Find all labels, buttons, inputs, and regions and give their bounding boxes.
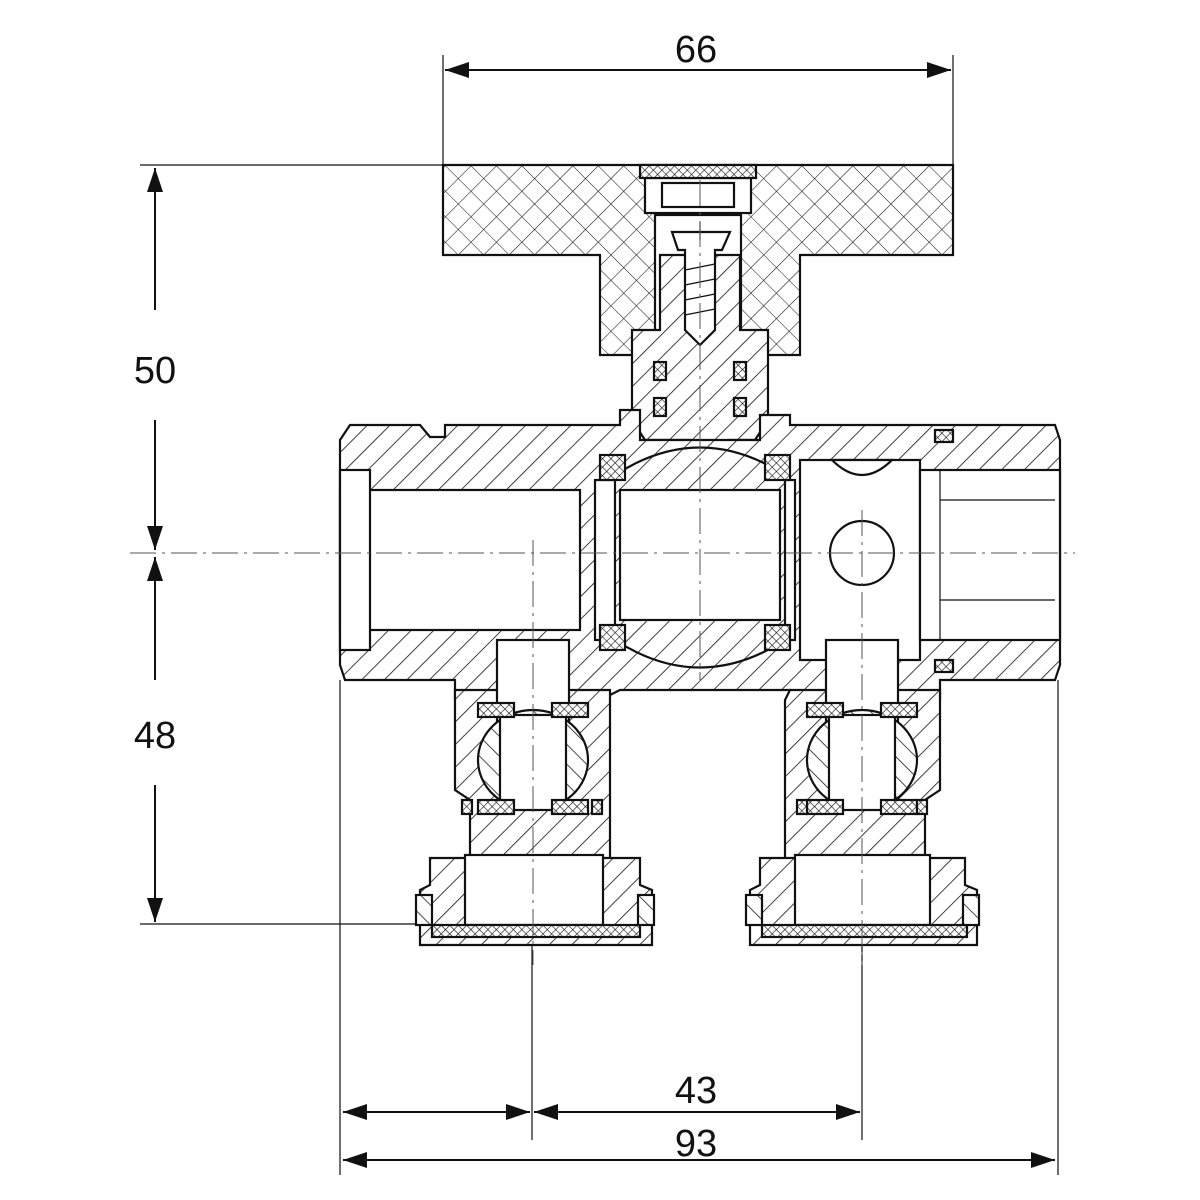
- valve-stem: [630, 222, 770, 477]
- outlet-right: [744, 638, 981, 947]
- dim-label-43: 43: [675, 1070, 717, 1112]
- outlet-left: [414, 638, 656, 947]
- dim-label-48: 48: [134, 715, 176, 757]
- dim-label-50: 50: [134, 350, 176, 392]
- dimension-lower-height: [140, 557, 420, 925]
- dimension-upper-height: [140, 164, 445, 550]
- dimension-top-width: [442, 55, 954, 165]
- center-lines: [130, 180, 1075, 965]
- dimension-overall-width: [343, 680, 1059, 1175]
- dim-label-93: 93: [675, 1123, 717, 1165]
- dim-label-66: 66: [675, 29, 717, 71]
